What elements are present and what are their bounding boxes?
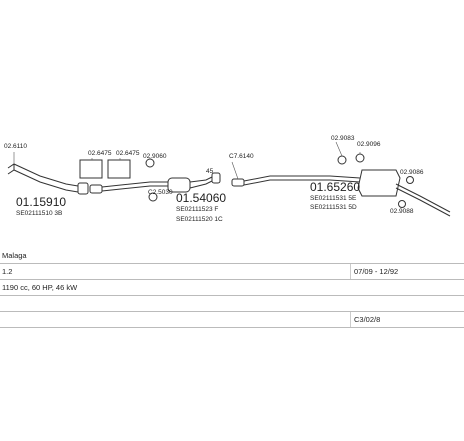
part-label-02-9088: 02.9088 <box>390 208 414 215</box>
exhaust-system-diagram: 02.6110 01.15910 SE02111510 3B 02.6475 0… <box>4 135 451 223</box>
part-label-02-6110: 02.6110 <box>4 143 27 150</box>
part-label-02-9083: 02.9083 <box>331 135 355 142</box>
part-label-45: 45 <box>206 168 214 175</box>
info-row-code: C3/02/8 <box>0 312 464 328</box>
part-label-se-54060-b: SE02111520 1C <box>176 216 223 223</box>
part-label-02-9086: 02.9086 <box>400 169 424 176</box>
info-row-power: 1190 cc, 60 HP, 46 kW <box>0 280 464 296</box>
part-label-01-54060: 01.54060 <box>176 191 226 205</box>
info-row-model: Malaga <box>0 248 464 264</box>
part-label-c7-6140: C7.6140 <box>229 153 254 160</box>
part-label-02-9096: 02.9096 <box>357 141 381 148</box>
column-divider <box>350 264 351 279</box>
part-label-c2-5030: C2.5030 <box>148 189 173 196</box>
info-row-empty <box>0 296 464 312</box>
engine-power: 1190 cc, 60 HP, 46 kW <box>2 283 78 292</box>
part-label-02-6475-b: 02.6475 <box>116 150 140 157</box>
catalog-code: C3/02/8 <box>354 315 381 324</box>
engine-size: 1.2 <box>2 267 13 276</box>
part-label-se-65260-b: SE02111531 5D <box>310 204 357 211</box>
part-label-se-54060-a: SE02111523 F <box>176 206 218 213</box>
info-row-engine: 1.2 07/09 - 12/92 <box>0 264 464 280</box>
mounting-parts <box>79 158 158 202</box>
vehicle-model: Malaga <box>2 251 27 260</box>
part-label-se-65260-a: SE02111531 5E <box>310 195 357 202</box>
middle-pipe <box>89 172 221 194</box>
production-dates: 07/09 - 12/92 <box>354 267 399 276</box>
part-label-02-9060: 02.9060 <box>143 153 167 160</box>
part-label-01-65260: 01.65260 <box>310 180 360 194</box>
rear-section <box>231 153 451 217</box>
part-label-02-6475-a: 02.6475 <box>88 150 112 157</box>
part-label-se-15910: SE02111510 3B <box>16 210 62 217</box>
vehicle-info-table: Malaga 1.2 07/09 - 12/92 1190 cc, 60 HP,… <box>0 248 464 328</box>
column-divider <box>350 312 351 327</box>
front-downpipe <box>7 163 89 195</box>
part-label-01-15910: 01.15910 <box>16 195 66 209</box>
